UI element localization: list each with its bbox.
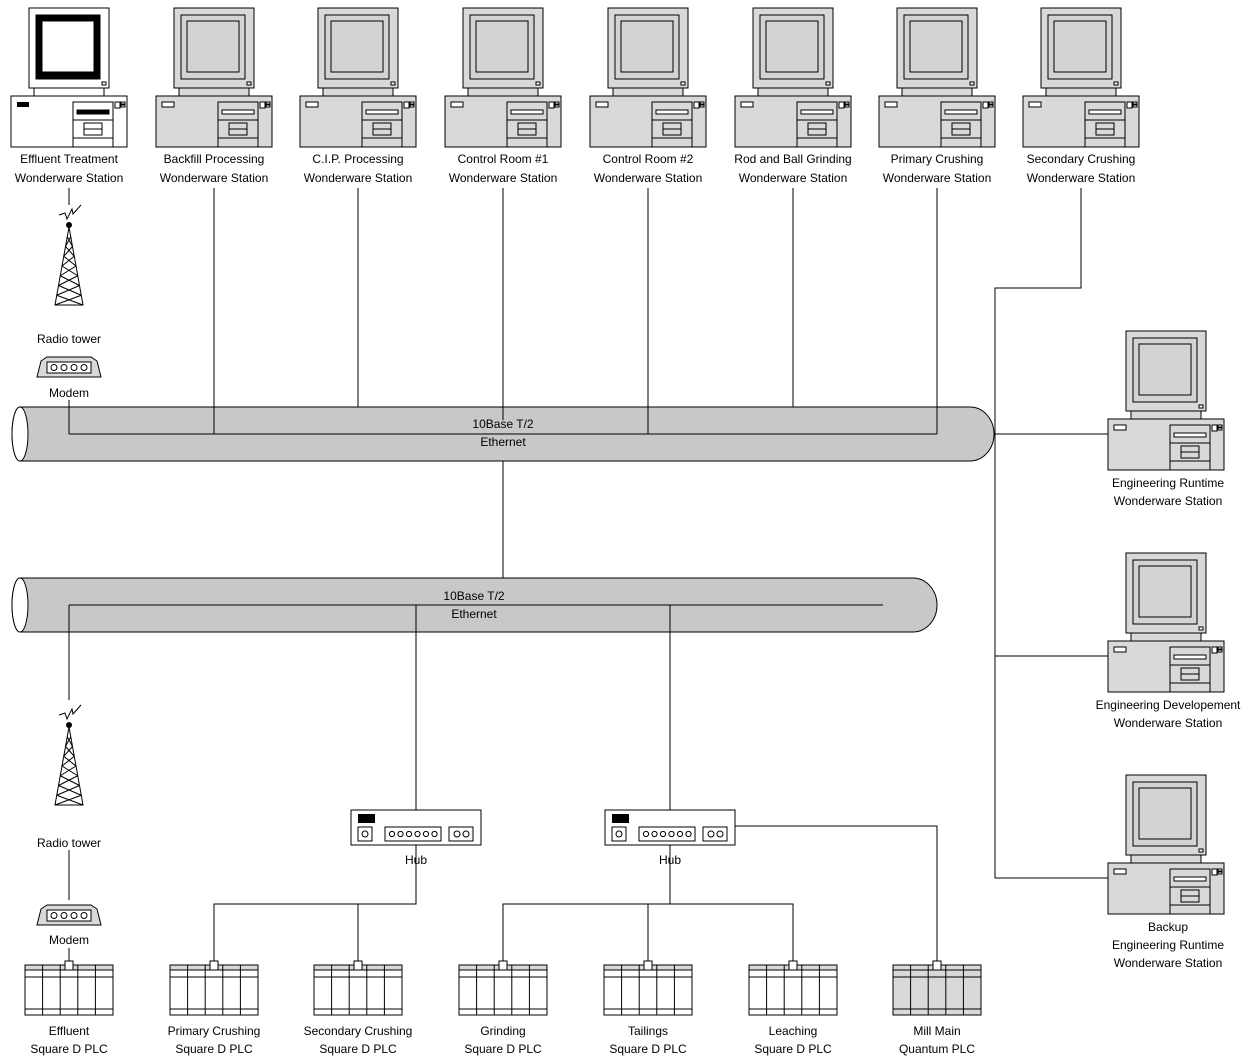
hubs: Hub Hub [350,809,736,867]
side-station-label: Engineering Runtime [1112,938,1224,952]
connection-wires [68,188,1108,965]
plc-label: Primary Crushing [168,1024,261,1038]
radio-tower-label: Radio tower [37,332,101,346]
modem-label: Modem [49,933,89,947]
top-station-label: C.I.P. Processing [312,152,403,166]
plc-label: Effluent [49,1024,90,1038]
hub-label: Hub [405,853,427,867]
plc-sublabel: Square D PLC [175,1042,253,1056]
top-station-sublabel: Wonderware Station [594,171,703,185]
side-station-label: Engineering Developement [1096,698,1241,712]
top-station-sublabel: Wonderware Station [449,171,558,185]
top-station-label: Control Room #2 [603,152,694,166]
plc-label: Leaching [769,1024,818,1038]
side-station-label: Wonderware Station [1114,716,1223,730]
hub-label: Hub [659,853,681,867]
plc-sublabel: Square D PLC [319,1042,397,1056]
radio-tower-icon: Radio tower [37,704,101,850]
modem-label: Modem [49,386,89,400]
plc-label: Tailings [628,1024,668,1038]
top-station-sublabel: Wonderware Station [1027,171,1136,185]
radio-tower-icon: Radio tower [37,204,101,346]
plc-sublabel: Square D PLC [609,1042,687,1056]
top-station-label: Primary Crushing [891,152,984,166]
top-station-4: Control Room #2 Wonderware Station [589,7,707,185]
plc-label: Grinding [480,1024,525,1038]
plc-sublabel: Square D PLC [754,1042,832,1056]
top-station-sublabel: Wonderware Station [304,171,413,185]
top-station-3: Control Room #1 Wonderware Station [444,7,562,185]
radio-tower-label: Radio tower [37,836,101,850]
plc-sublabel: Quantum PLC [899,1042,975,1056]
side-station-label: Backup [1148,920,1188,934]
plc-sublabel: Square D PLC [464,1042,542,1056]
ethernet-top-label-1: 10Base T/2 [472,417,533,431]
top-station-sublabel: Wonderware Station [160,171,269,185]
plc-label: Secondary Crushing [304,1024,413,1038]
ethernet-bottom-label-2: Ethernet [451,607,497,621]
ethernet-bottom-label-1: 10Base T/2 [443,589,504,603]
modem-icon: Modem [36,904,102,947]
top-station-sublabel: Wonderware Station [883,171,992,185]
top-station-label: Control Room #1 [458,152,549,166]
ethernet-top-label-2: Ethernet [480,435,526,449]
top-station-label: Rod and Ball Grinding [734,152,851,166]
top-station-sublabel: Wonderware Station [739,171,848,185]
top-station-label: Effluent Treatment [20,152,119,166]
plc-sublabel: Square D PLC [30,1042,108,1056]
modem-icon: Modem [36,356,102,400]
top-station-label: Secondary Crushing [1027,152,1136,166]
hub-icon: Hub [350,809,482,867]
plc-label: Mill Main [913,1024,960,1038]
side-station-label: Wonderware Station [1114,494,1223,508]
top-station-sublabel: Wonderware Station [15,171,124,185]
side-station-label: Engineering Runtime [1112,476,1224,490]
side-station-label: Wonderware Station [1114,956,1223,970]
top-station-label: Backfill Processing [164,152,265,166]
hub-icon: Hub [604,809,736,867]
